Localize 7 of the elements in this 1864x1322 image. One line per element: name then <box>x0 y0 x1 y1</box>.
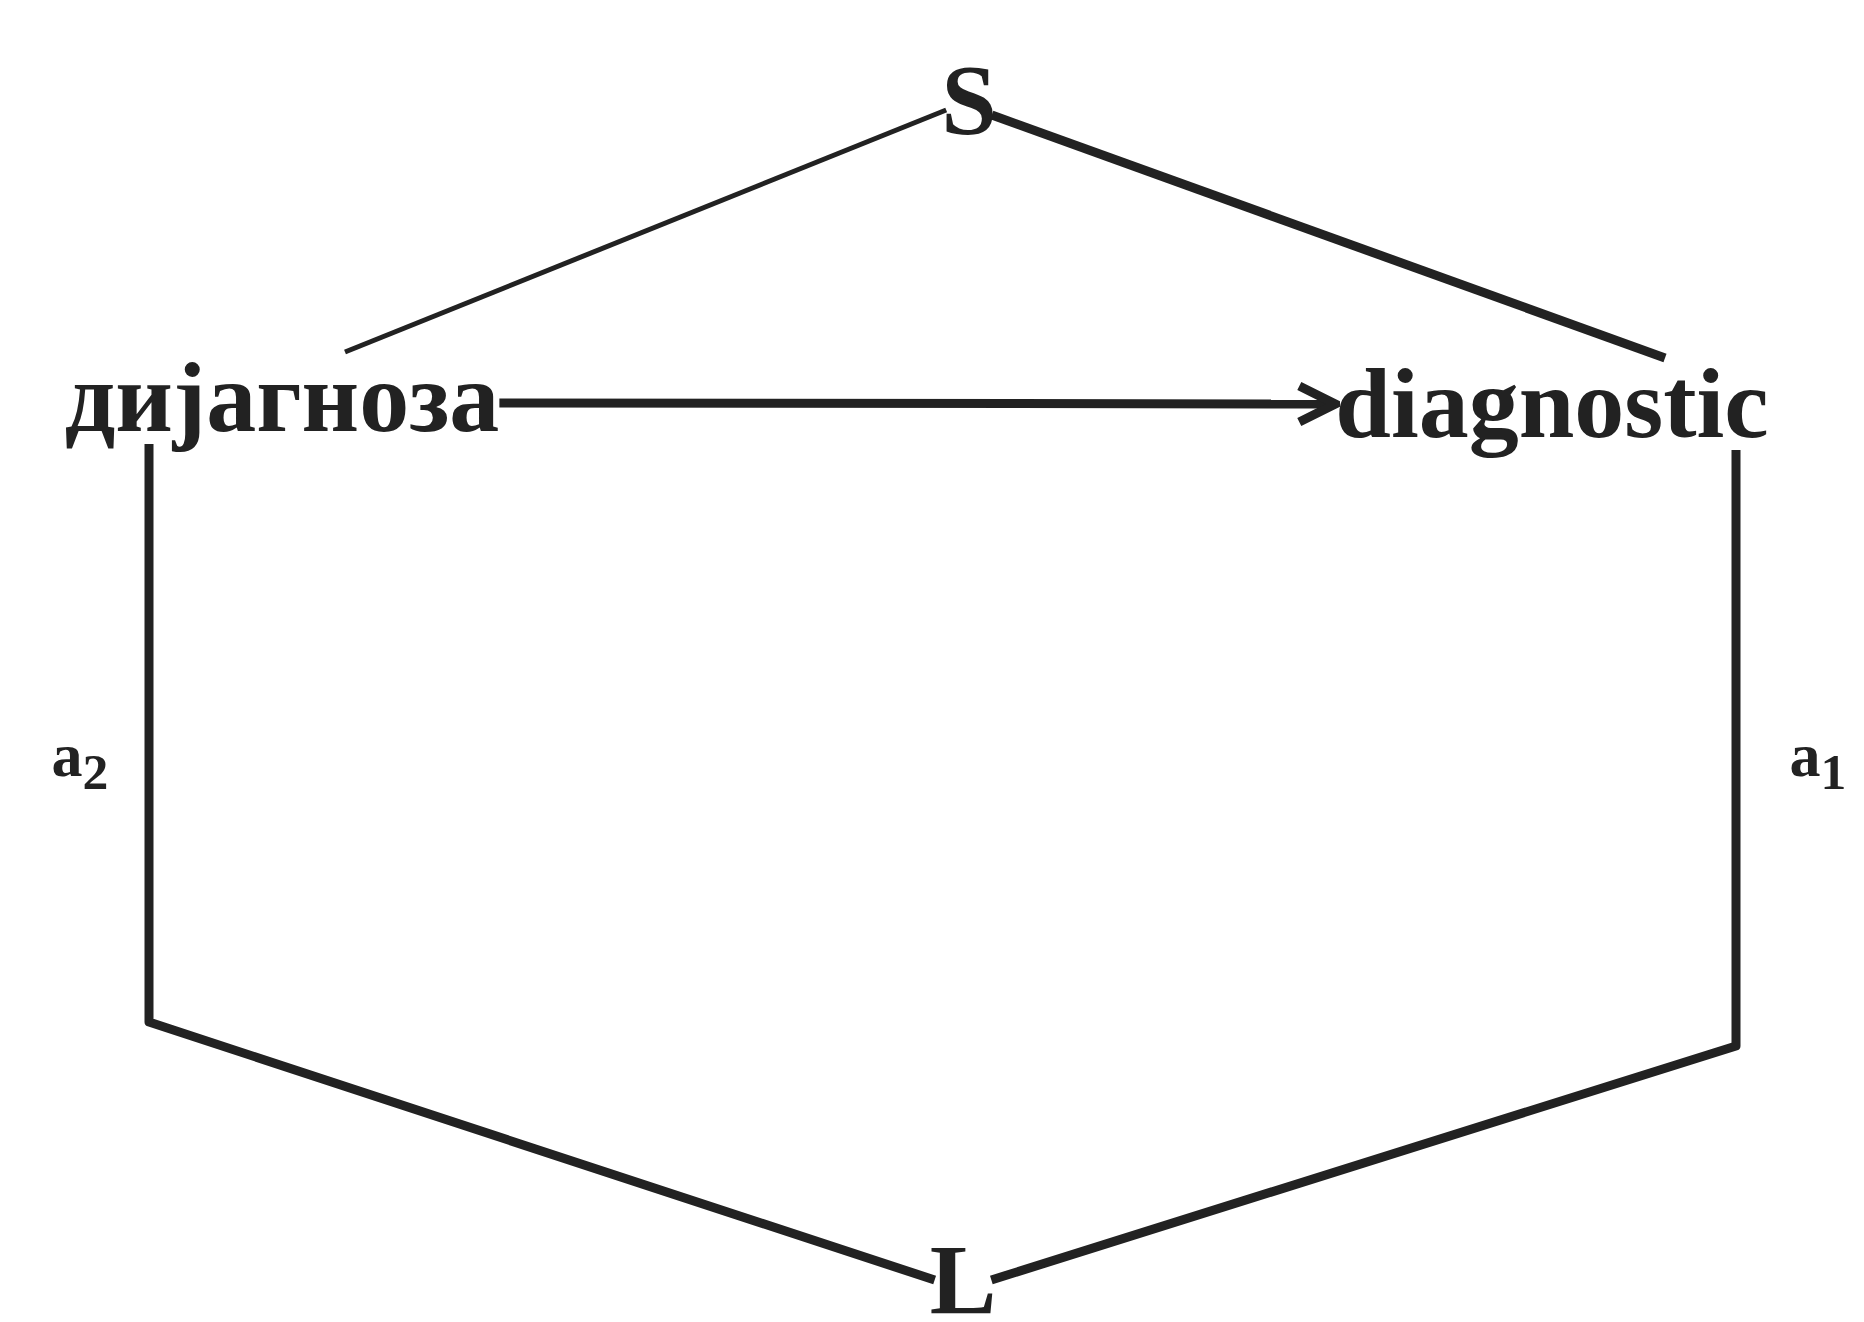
node-label: L <box>929 1230 997 1322</box>
connector-line <box>344 107 948 355</box>
arrow <box>499 381 1340 427</box>
node-label: S <box>941 50 997 150</box>
connector-line <box>990 110 1667 363</box>
connector-line <box>990 450 1741 1285</box>
connector-line <box>144 444 937 1285</box>
